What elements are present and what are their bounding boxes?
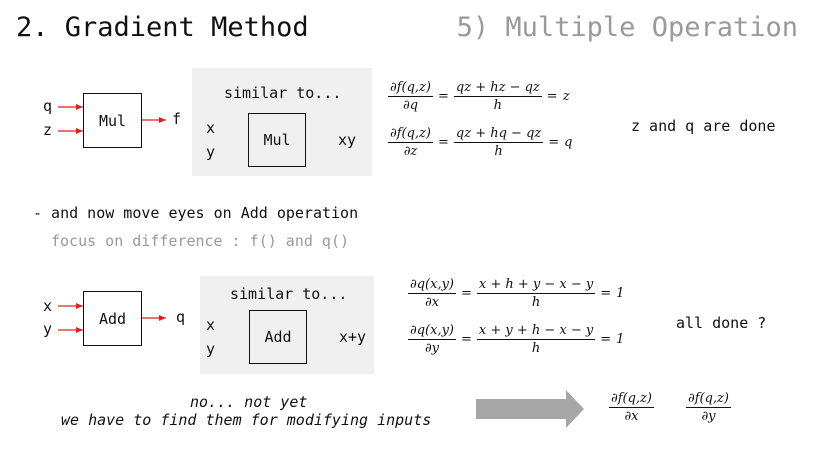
add-operation-box: Add [83,291,142,346]
add-input-x: x [43,297,53,315]
mul-panel-box: Mul [248,113,306,167]
add-panel-box: Add [249,310,307,364]
mul-panel-input-y: y [206,143,216,161]
mul-input-q: q [43,97,53,115]
target-fraction-x: ∂f(q,z)∂x [609,391,654,424]
add-output-q: q [176,308,186,326]
big-gray-arrow [476,390,584,428]
page-title: 2. Gradient Method [16,12,309,43]
instruction-line: - and now move eyes on Add operation [33,204,359,222]
mul-done-note: z and q are done [631,117,776,135]
section-subtitle: 5) Multiple Operation [456,12,798,43]
mul-panel-output: xy [338,131,357,149]
add-input-y: y [43,320,53,338]
mul-output-f: f [172,110,182,128]
mul-panel-caption: similar to... [224,84,342,102]
add-done-note: all done ? [676,314,767,332]
add-panel-output: x+y [339,328,367,346]
focus-hint: focus on difference : f() and q() [51,232,350,250]
add-similar-panel [200,276,374,374]
mul-panel-input-x: x [206,119,216,137]
mul-operation-box: Mul [83,93,142,148]
footer-line-2: we have to find them for modifying input… [61,411,432,429]
target-fraction-y: ∂f(q,z)∂y [686,391,731,424]
add-panel-input-y: y [206,340,216,358]
mul-similar-panel [192,68,372,176]
add-panel-caption: similar to... [230,285,348,303]
footer-line-1: no... not yet [190,393,308,411]
mul-input-z: z [43,121,53,139]
add-panel-input-x: x [206,316,216,334]
